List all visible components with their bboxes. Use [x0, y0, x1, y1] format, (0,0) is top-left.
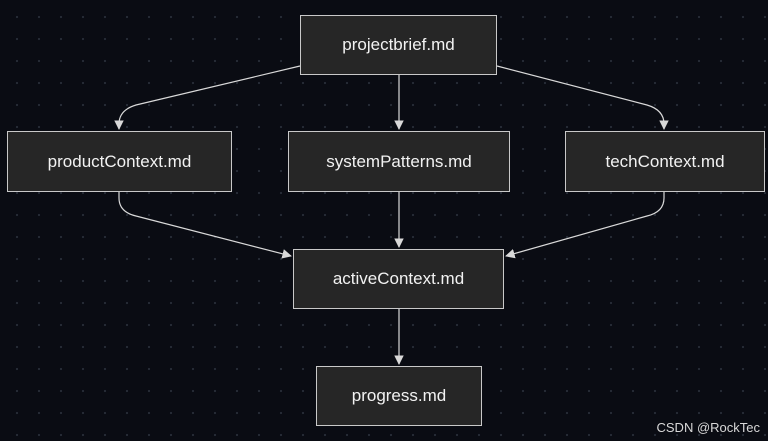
node-projectbrief[interactable]: projectbrief.md — [300, 15, 497, 75]
watermark: CSDN @RockTec — [656, 420, 761, 435]
node-label: techContext.md — [605, 151, 725, 171]
node-label: activeContext.md — [332, 269, 465, 288]
node-activecontext[interactable]: activeContext.md — [293, 249, 504, 309]
node-label: progress.md — [351, 386, 447, 405]
node-label: projectbrief.md — [342, 35, 455, 54]
edge-projectbrief-to-productcontext — [114, 65, 301, 130]
node-productcontext[interactable]: productContext.md — [7, 131, 232, 192]
edge-productcontext-to-activecontext — [118, 192, 292, 259]
node-label: systemPatterns.md — [326, 151, 472, 171]
edge-projectbrief-to-techcontext — [496, 65, 669, 130]
node-techcontext[interactable]: techContext.md — [565, 131, 765, 192]
node-progress[interactable]: progress.md — [316, 366, 482, 426]
node-systempatterns[interactable]: systemPatterns.md — [288, 131, 510, 192]
node-label: productContext.md — [47, 151, 192, 171]
edge-techcontext-to-activecontext — [505, 192, 665, 259]
